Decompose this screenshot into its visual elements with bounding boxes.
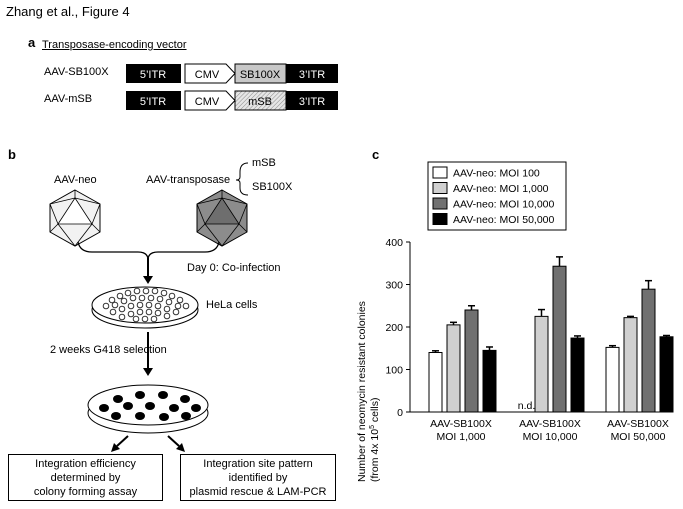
selection-label: 2 weeks G418 selection — [50, 344, 167, 356]
bar — [534, 315, 549, 413]
outcome-arrows — [111, 435, 185, 452]
y-tick-label: 400 — [385, 237, 403, 249]
construct-name-msb: AAV-mSB — [44, 93, 93, 105]
outcome-efficiency-line3: colony forming assay — [33, 486, 138, 498]
bar — [552, 265, 567, 413]
panel-a-label: a — [28, 35, 36, 50]
bar — [464, 309, 479, 413]
workflow-diagram — [49, 162, 249, 434]
construct-name-sb100x: AAV-SB100X — [44, 66, 109, 78]
not-determined-label: n.d. — [518, 400, 536, 412]
hela-dish-icon — [91, 286, 199, 329]
x-category-label: AAV-SB100X — [607, 418, 669, 430]
segment-cmv: CMV — [195, 69, 220, 81]
selection-dish-icon — [87, 384, 209, 434]
x-category-label: MOI 1,000 — [436, 431, 485, 443]
outcome-site-line1: Integration site pattern — [203, 458, 313, 470]
segment-3itr: 3’ITR — [299, 69, 325, 81]
x-category-label: AAV-SB100X — [430, 418, 492, 430]
construct-diagram-sb100x: 5’ITR CMV SB100X 3’ITR — [126, 63, 338, 84]
segment-5itr: 5’ITR — [140, 69, 166, 81]
legend-box — [427, 161, 567, 231]
option-sb100x: SB100X — [252, 181, 293, 193]
legend-swatch — [432, 197, 448, 210]
outcome-efficiency-box: Integration efficiency determined by col… — [8, 454, 163, 501]
legend-label: AAV-neo: MOI 50,000 — [453, 214, 555, 226]
segment-3itr: 3’ITR — [299, 96, 325, 108]
legend-label: AAV-neo: MOI 10,000 — [453, 199, 555, 211]
outcome-efficiency-line1: Integration efficiency — [35, 458, 136, 470]
segment-cmv: CMV — [195, 96, 220, 108]
bar — [605, 346, 620, 413]
construct-diagram-msb: 5’ITR CMV mSB 3’ITR — [126, 90, 338, 111]
hela-label: HeLa cells — [206, 299, 258, 311]
bar — [659, 336, 674, 413]
bar — [428, 352, 443, 413]
aav-neo-label: AAV-neo — [54, 174, 97, 186]
segment-sb100x: SB100X — [240, 69, 281, 81]
x-category-label: MOI 50,000 — [611, 431, 666, 443]
y-axis-title: Number of neomycin resistant colonies (f… — [356, 298, 381, 482]
y-tick-label: 300 — [385, 280, 403, 292]
x-category-label: MOI 10,000 — [523, 431, 578, 443]
figure-title: Zhang et al., Figure 4 — [6, 4, 130, 19]
bar — [641, 288, 656, 413]
outcome-efficiency-line2: determined by — [50, 472, 121, 484]
bars: n.d. — [428, 256, 674, 413]
outcome-site-line3: plasmid rescue & LAM-PCR — [189, 486, 327, 498]
bar — [570, 337, 585, 413]
option-msb: mSB — [252, 157, 276, 169]
day0-label: Day 0: Co-infection — [187, 262, 281, 274]
legend-swatch — [432, 213, 448, 225]
panel-b-label: b — [8, 147, 16, 162]
aav-transposase-label: AAV-transposase — [146, 174, 231, 186]
x-category-label: AAV-SB100X — [519, 418, 581, 430]
legend-swatch — [432, 182, 448, 194]
segment-5itr: 5’ITR — [140, 96, 166, 108]
outcome-site-line2: identified by — [228, 472, 288, 484]
y-tick-label: 200 — [385, 322, 403, 334]
bar — [446, 324, 461, 413]
aav-transposase-capsid-icon — [196, 189, 248, 247]
y-tick-label: 100 — [385, 365, 403, 377]
legend-label: AAV-neo: MOI 100 — [453, 168, 540, 180]
outcome-site-pattern-box: Integration site pattern identified by p… — [180, 454, 336, 501]
panel-a-heading: Transposase-encoding vector — [42, 39, 187, 51]
y-tick-label: 0 — [397, 407, 403, 419]
panel-c-label: c — [372, 147, 380, 162]
bar — [482, 349, 497, 413]
legend-label: AAV-neo: MOI 1,000 — [453, 183, 549, 195]
bar — [623, 317, 638, 413]
aav-neo-capsid-icon — [49, 189, 101, 247]
segment-msb: mSB — [248, 96, 272, 108]
legend-swatch — [432, 166, 448, 179]
